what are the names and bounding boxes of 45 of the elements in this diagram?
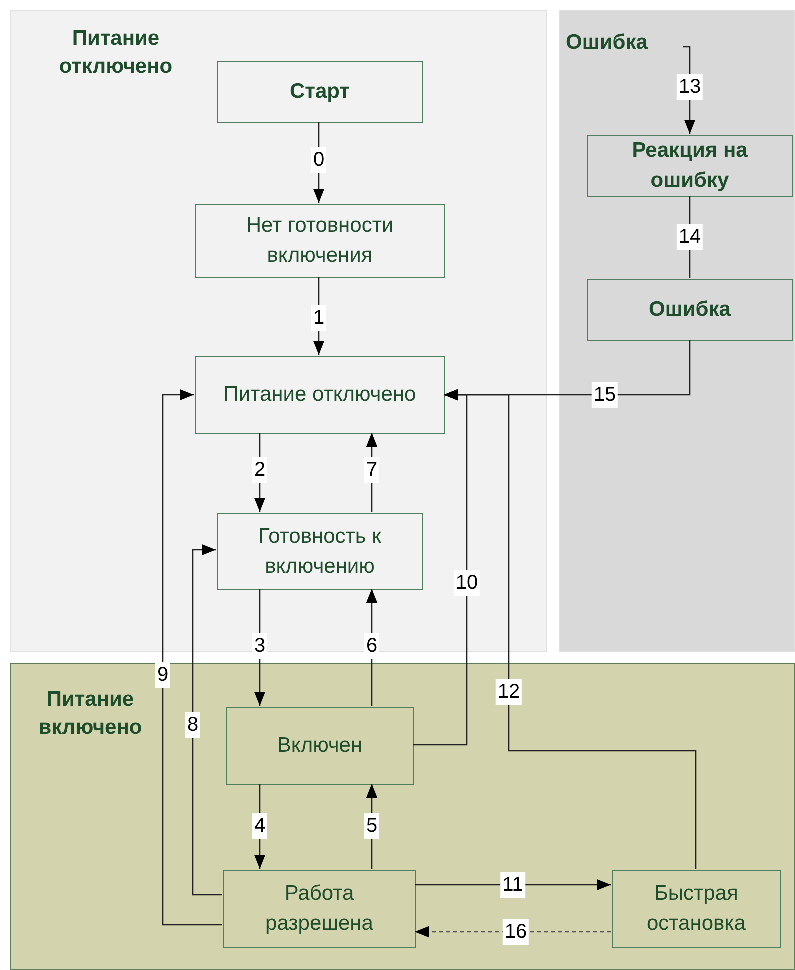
state-box xyxy=(195,204,445,278)
state-box xyxy=(217,513,423,590)
state-group-panel xyxy=(10,10,547,652)
state-box xyxy=(612,870,781,948)
edge-label: 12 xyxy=(496,679,522,705)
edge-label: 15 xyxy=(592,382,618,408)
state-name: Питание отключено xyxy=(222,382,418,408)
state-box xyxy=(587,135,793,197)
edge-label: 4 xyxy=(252,813,268,839)
edge-label: 2 xyxy=(252,457,268,483)
state-box xyxy=(587,279,793,341)
state-group-panel xyxy=(559,10,795,652)
edge-label: 14 xyxy=(676,224,704,250)
transition-arrow xyxy=(444,340,691,401)
edge-label: 13 xyxy=(676,74,704,100)
state-name: Нет готовности включения xyxy=(245,213,395,269)
state-name: Готовность к включению xyxy=(258,524,382,580)
transition-arrow xyxy=(192,544,222,896)
edge-label: 11 xyxy=(500,872,526,898)
transition-arrow xyxy=(415,926,611,938)
edge-label: 3 xyxy=(252,633,268,659)
state-name: Реакция на ошибку xyxy=(631,138,749,194)
state-box xyxy=(217,61,423,123)
group-heading: Питание включено xyxy=(38,687,144,741)
state-box xyxy=(226,707,414,785)
group-heading: Питание отключено xyxy=(58,26,174,80)
edge-label: 8 xyxy=(185,712,201,738)
state-name: Старт xyxy=(289,79,351,105)
transition-arrow xyxy=(162,389,222,926)
edge-label: 6 xyxy=(364,633,380,659)
state-name: Включен xyxy=(276,733,364,759)
state-group-panel xyxy=(10,663,795,970)
edge-label: 10 xyxy=(454,570,480,596)
state-box xyxy=(195,356,445,434)
state-name: Быстрая остановка xyxy=(646,881,747,937)
edge-label: 16 xyxy=(502,919,530,945)
edge-label: 1 xyxy=(311,305,327,331)
state-name: Ошибка xyxy=(648,297,732,323)
edge-label: 7 xyxy=(364,457,380,483)
edge-label: 9 xyxy=(155,662,171,688)
state-box xyxy=(223,870,416,948)
edge-label: 0 xyxy=(311,147,327,173)
group-heading: Ошибка xyxy=(566,30,648,56)
edge-label: 5 xyxy=(364,813,380,839)
state-name: Работа разрешена xyxy=(264,881,374,937)
